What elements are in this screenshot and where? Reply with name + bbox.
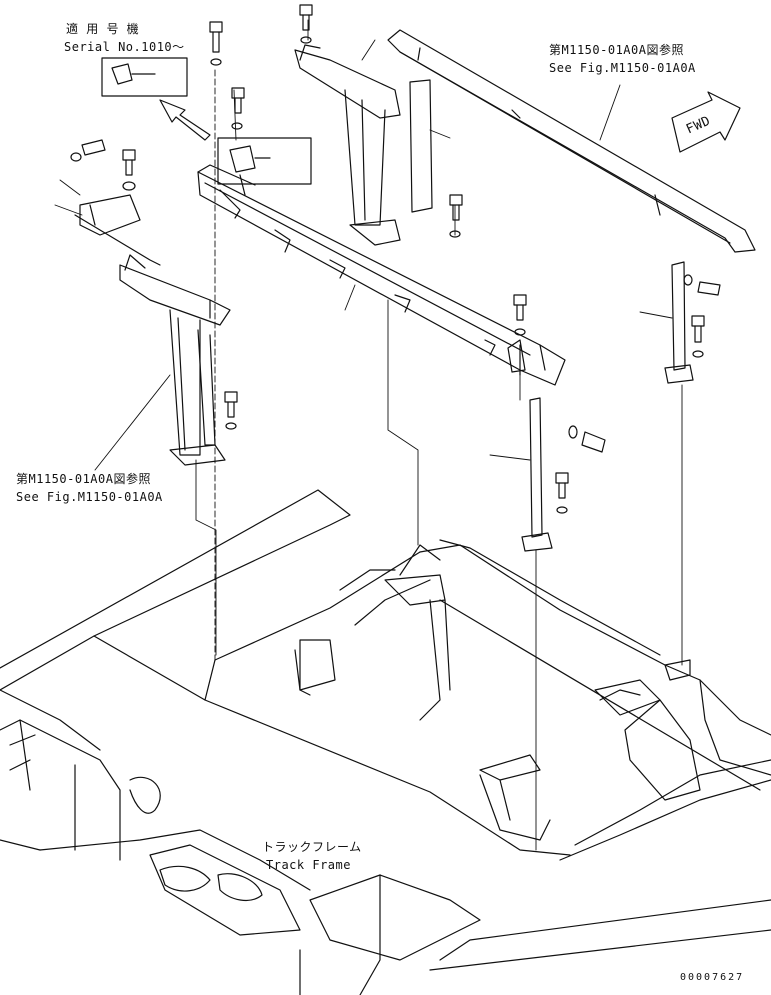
track-frame-jp: トラックフレーム [262,840,362,854]
left-stand [74,194,231,466]
fwd-arrow-icon [671,91,741,153]
ref-top-en: See Fig.M1150-01A0A [549,61,696,75]
leader-lines [54,19,683,851]
upper-stand [294,44,433,246]
right-beam [387,29,756,253]
serial-label-en: Serial No.1010～ [64,40,185,54]
track-frame [0,489,771,995]
track-frame-en: Track Frame [266,858,351,872]
ref-left-jp: 第M1150-01A0A図参照 [16,472,151,486]
drawing-number: 00007627 [680,972,745,983]
center-beam [197,164,566,386]
fasteners [70,4,721,514]
ref-left-en: See Fig.M1150-01A0A [16,490,163,504]
ref-top-jp: 第M1150-01A0A図参照 [549,43,684,57]
hollow-arrow-icon [159,99,211,141]
right-stands [507,261,694,552]
serial-label-jp: 適 用 号 機 [66,22,140,36]
detail-boxes [101,57,312,185]
